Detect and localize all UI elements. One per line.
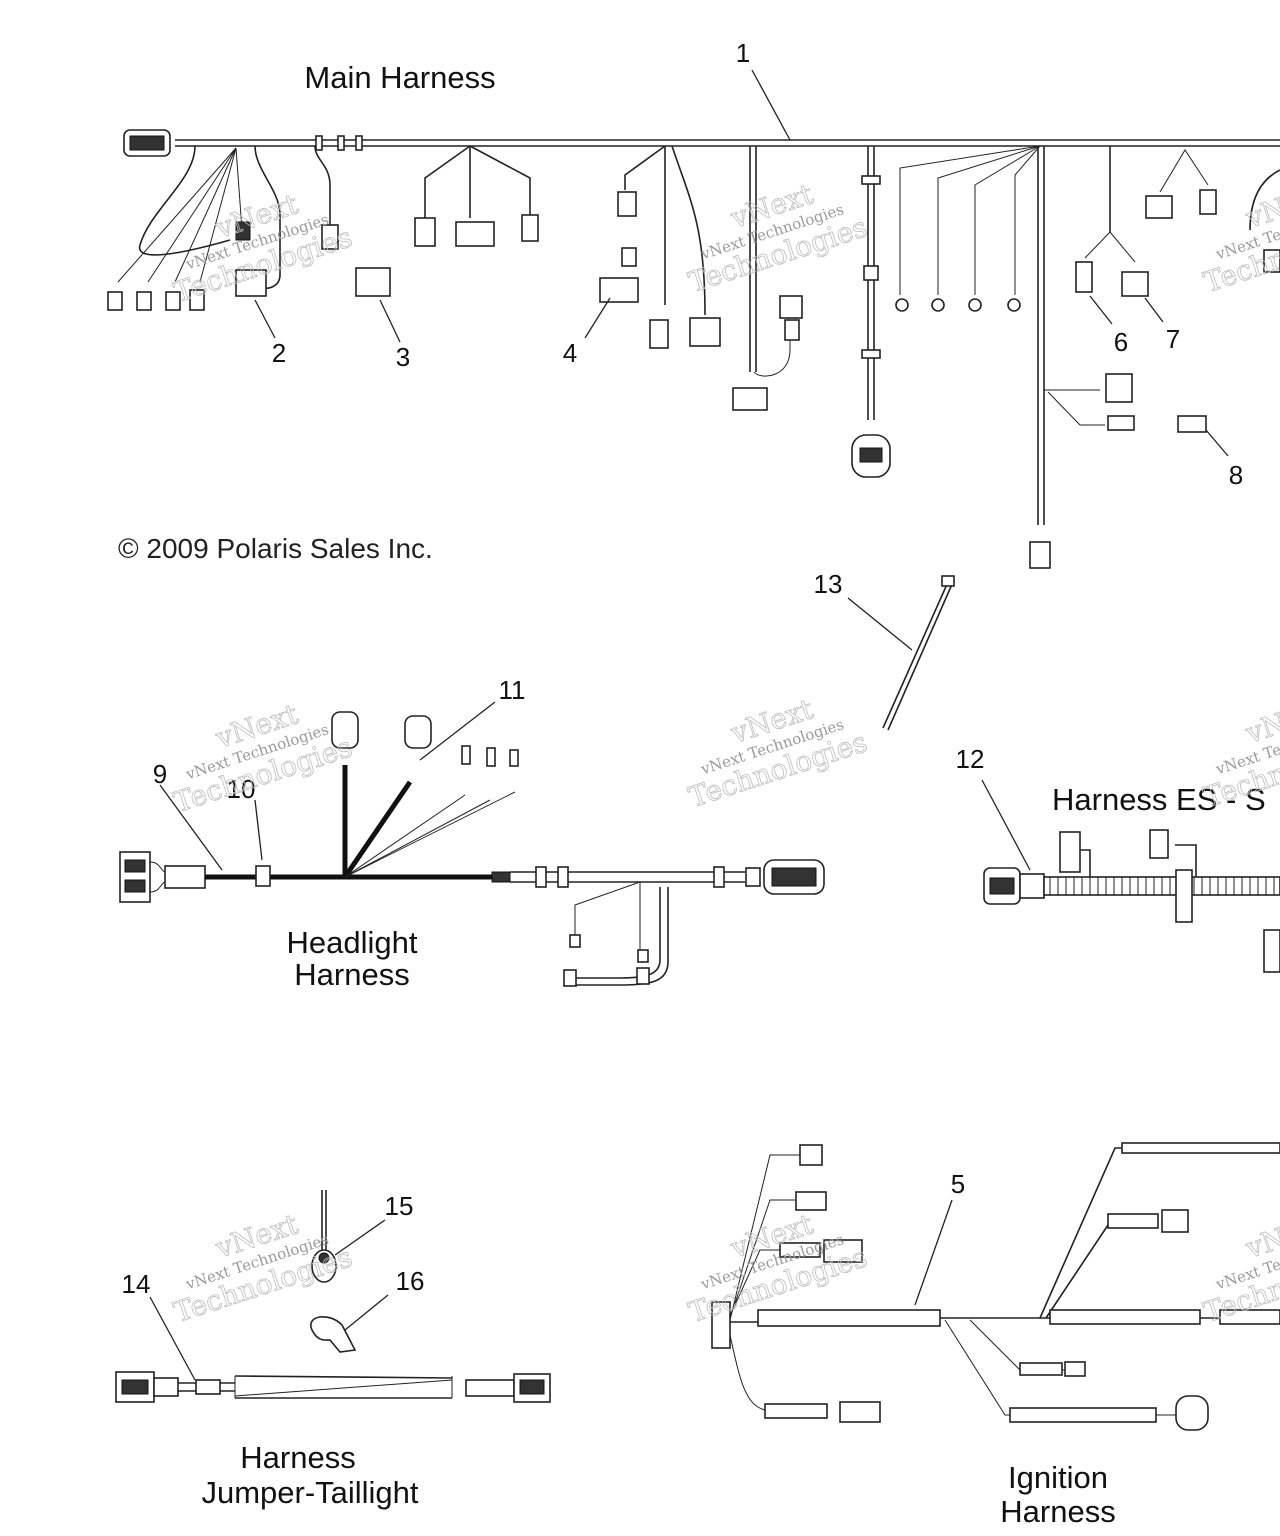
watermark-2: vNext vNext Technologies Technologies — [684, 177, 871, 300]
headlight-harness-assembly — [119, 701, 825, 987]
callout-11: 11 — [499, 675, 526, 705]
connector-item-7 — [1121, 271, 1149, 297]
callout-14: 14 — [122, 1269, 151, 1299]
main-harness-title: Main Harness — [304, 60, 495, 95]
jumper-taillight-assembly — [115, 1190, 551, 1403]
callout-7: 7 — [1166, 324, 1180, 354]
ignition-harness-title-line2: Harness — [1000, 1494, 1115, 1529]
harness-es-title: Harness ES - S — [1052, 782, 1266, 817]
bracket-item-4 — [599, 277, 639, 303]
watermark-8: vNext vNext Technologies Technologies — [684, 1207, 871, 1330]
diagram-labels: Main Harness Headlight Harness Harness E… — [118, 38, 1266, 1529]
callout-3: 3 — [396, 342, 410, 372]
watermark-9: vNext vNext Technologies Technologies — [1199, 1207, 1280, 1330]
callout-9: 9 — [153, 759, 167, 789]
main-harness-assembly — [107, 129, 1280, 569]
callout-8: 8 — [1229, 460, 1243, 490]
harness-item-2-connector — [235, 269, 267, 297]
sensor-item-15 — [311, 1249, 337, 1283]
harness-es-assembly — [981, 779, 1280, 973]
clip-item-16 — [310, 1316, 357, 1353]
watermark-5: vNext vNext Technologies Technologies — [684, 692, 871, 815]
relay-item-3 — [355, 267, 391, 297]
fuse-item-6 — [1075, 261, 1093, 293]
callout-15: 15 — [385, 1191, 414, 1221]
callout-1: 1 — [736, 38, 750, 68]
callout-12: 12 — [956, 744, 985, 774]
main-harness-leaders — [254, 69, 1229, 457]
callout-5: 5 — [951, 1169, 965, 1199]
jumper-taillight-title-line2: Jumper-Taillight — [201, 1475, 418, 1510]
headlight-harness-title-line2: Harness — [294, 957, 409, 992]
cable-tie-item-13 — [847, 575, 955, 731]
watermark-4: vNext vNext Technologies Technologies — [169, 697, 356, 820]
callout-10: 10 — [227, 774, 256, 804]
jumper-taillight-title-line1: Harness — [240, 1440, 355, 1475]
connector-item-8 — [1177, 415, 1207, 433]
ignition-round-connector — [1175, 1395, 1209, 1431]
callout-16: 16 — [396, 1266, 425, 1296]
ignition-harness-assembly — [711, 1142, 1280, 1431]
callout-4: 4 — [563, 338, 577, 368]
callout-13: 13 — [814, 569, 843, 599]
callout-6: 6 — [1114, 327, 1128, 357]
callout-2: 2 — [272, 338, 286, 368]
ignition-harness-title-line1: Ignition — [1008, 1460, 1108, 1495]
headlight-harness-title-line1: Headlight — [287, 925, 418, 960]
ignition-main-connector — [711, 1301, 731, 1349]
copyright-notice: © 2009 Polaris Sales Inc. — [118, 533, 433, 564]
watermark-3: vNext vNext Technologies Technologies — [1199, 177, 1280, 300]
